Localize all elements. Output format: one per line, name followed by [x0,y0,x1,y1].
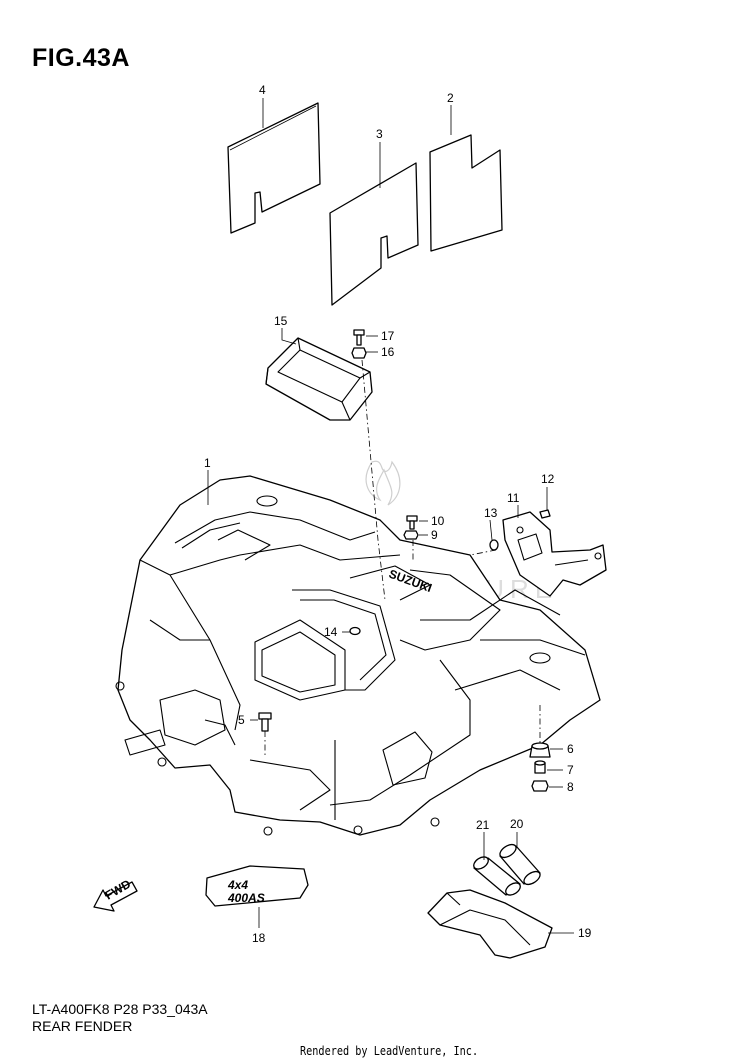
part-15-box[interactable] [265,337,373,421]
callout-6: 6 [567,742,574,756]
callout-2: 2 [447,91,454,105]
decal-sub-text: 400AS [227,891,265,905]
callout-16: 16 [381,345,395,359]
callout-18: 18 [252,931,266,945]
part-6-grommet[interactable] [529,742,551,758]
part-4-mat[interactable] [227,102,321,234]
callout-11: 11 [507,491,520,505]
part-8-bolt[interactable] [531,780,549,792]
callout-5: 5 [238,713,245,727]
callout-7: 7 [567,763,574,777]
part-9-nut[interactable] [403,530,419,540]
part-3-mat[interactable] [329,162,419,306]
part-19-cover[interactable] [427,889,553,959]
part-16-nut[interactable] [351,347,367,359]
assembly-lines [264,359,541,755]
part-17-screw[interactable] [353,329,365,346]
callout-4: 4 [259,83,266,97]
rendered-by-credit: Rendered by LeadVenture, Inc. [300,1044,479,1058]
callouts: 4 2 3 15 17 16 1 12 11 13 10 9 14 5 6 7 … [204,83,592,945]
part-12-screw[interactable] [539,509,551,519]
callout-3: 3 [376,127,383,141]
part-20-pipe[interactable] [498,842,543,887]
model-code: LT-A400FK8 P28 P33_043A [32,1001,208,1017]
callout-19: 19 [578,926,592,940]
leader-lines [207,98,574,934]
part-14-clip[interactable] [349,626,361,636]
callout-17: 17 [381,329,395,343]
callout-8: 8 [567,780,574,794]
part-11-bracket[interactable] [502,511,607,597]
part-2-mat[interactable] [429,134,503,252]
fwd-arrow-icon: FWD [93,877,138,912]
callout-10: 10 [431,514,445,528]
callout-20: 20 [510,817,524,831]
part-13-washer[interactable] [489,539,499,551]
part-7-spacer[interactable] [534,760,546,774]
part-10-screw[interactable] [406,515,418,530]
callout-9: 9 [431,528,438,542]
callout-15: 15 [274,314,288,328]
callout-13: 13 [484,506,498,520]
callout-1: 1 [204,456,211,470]
callout-21: 21 [476,818,490,832]
callout-12: 12 [541,472,555,486]
part-1-rear-fender[interactable]: SUZUKI [115,475,601,836]
figure-title: FIG.43A [32,44,130,72]
part-21-pipe[interactable] [472,854,523,897]
section-name: REAR FENDER [32,1018,133,1034]
part-18-decal[interactable]: 4x4 400AS [205,865,309,907]
callout-14: 14 [324,625,338,639]
decal-main-text: 4x4 [227,878,248,892]
